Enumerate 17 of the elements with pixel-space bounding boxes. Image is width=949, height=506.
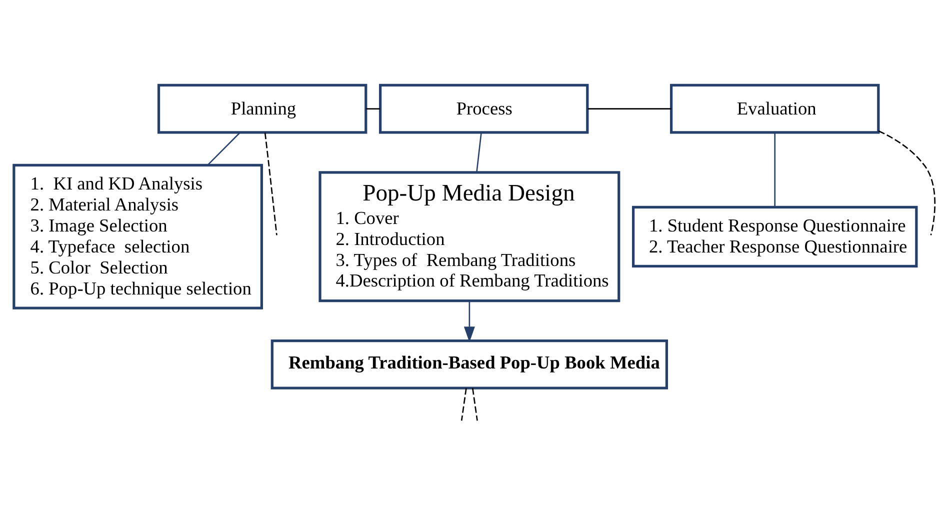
connector [472, 388, 478, 420]
node-box: Rembang Tradition-Based Pop-Up Book Media [270, 339, 668, 389]
connector [588, 108, 672, 109]
node-box: Planning [157, 83, 368, 134]
connector [476, 132, 482, 172]
connector [207, 132, 241, 165]
node-box: Pop-Up Media Design 1. Cover 2. Introduction 3. Types of Rembang Traditions 4.Description of Rembang Traditions [318, 170, 620, 302]
node-box: Process [379, 83, 589, 134]
arrow [464, 300, 475, 342]
connector [264, 132, 278, 235]
node-box: 1. KI and KD Analysis 2. Material Analysis 3. Image Selection 4. Typeface selection 5. Color Selection 6. Pop-Up technique selection [12, 163, 263, 309]
node-box: Evaluation [670, 83, 880, 134]
connector [774, 132, 776, 206]
connector [366, 108, 380, 109]
connector [878, 130, 936, 235]
node-box: 1. Student Response Questionnaire 2. Teacher Response Questionnaire [632, 205, 918, 267]
connector [460, 388, 467, 420]
